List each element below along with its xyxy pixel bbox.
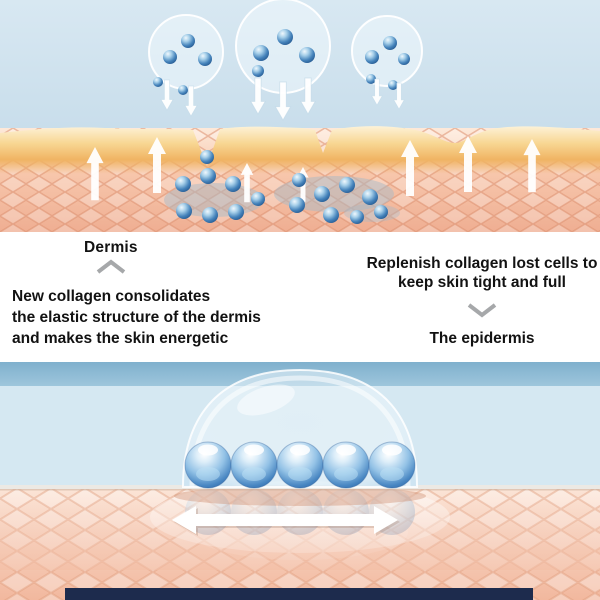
collagen-absorption-illustration (0, 0, 600, 232)
serum-bubble-center (235, 0, 331, 121)
caption-section: Dermis New collagen consolidates the ela… (0, 232, 600, 362)
drop-shadow (174, 486, 426, 506)
roller-applicator-illustration (0, 362, 600, 600)
bead (322, 441, 370, 489)
chevron-down-icon (467, 303, 497, 318)
serum-bubble-right (351, 15, 423, 110)
applicator-diagram (0, 362, 600, 600)
left-caption: New collagen consolidates the elastic st… (12, 286, 261, 349)
reflection-fade (0, 492, 600, 570)
left-caption-line: the elastic structure of the dermis (12, 309, 261, 326)
epidermis-layer (0, 126, 600, 174)
bead (276, 441, 324, 489)
dermis-label: Dermis (84, 239, 138, 256)
chevron-up-icon (96, 259, 126, 274)
bead (368, 441, 416, 489)
right-caption-line: Replenish collagen lost cells to (366, 255, 598, 272)
serum-bubble-left (148, 14, 224, 117)
absorption-diagram (0, 0, 600, 232)
right-caption-line: keep skin tight and full (398, 274, 566, 291)
left-caption-line: New collagen consolidates (12, 288, 211, 305)
footer-navy-bar (65, 588, 533, 600)
collagen-spheres-dermis (175, 150, 388, 224)
epidermis-label: The epidermis (429, 330, 535, 347)
left-caption-line: and makes the skin energetic (12, 330, 229, 347)
bead (230, 441, 278, 489)
roller-beads (184, 441, 416, 489)
bead (184, 441, 232, 489)
right-caption: Replenish collagen lost cells to keep sk… (364, 254, 600, 348)
double-headed-arrow-icon (172, 506, 400, 536)
